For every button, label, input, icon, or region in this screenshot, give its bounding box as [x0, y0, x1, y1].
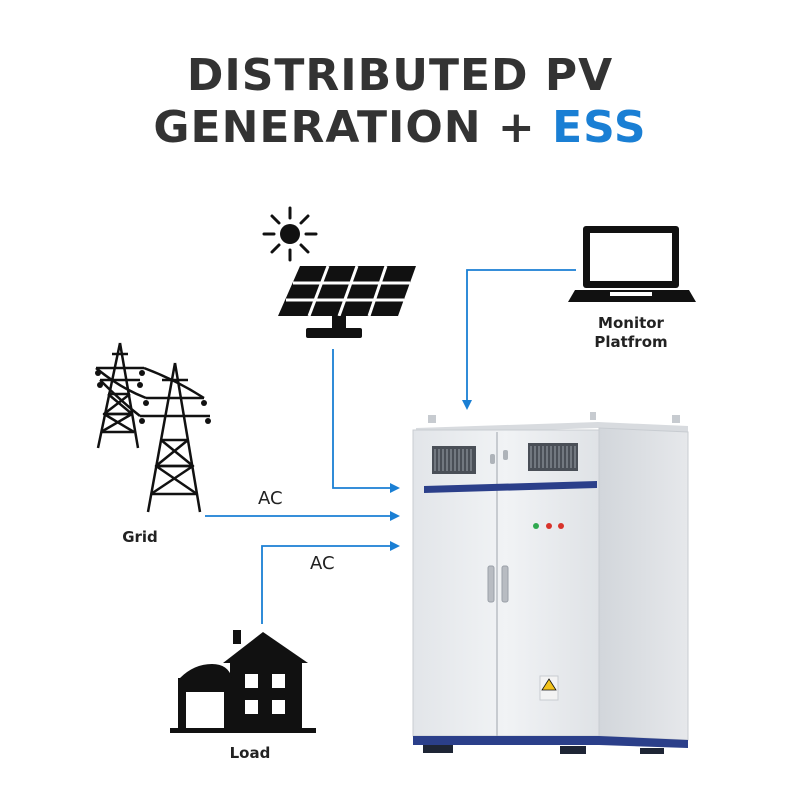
arrow-pv-to-ess: [332, 349, 400, 493]
sun-icon: [262, 206, 318, 262]
title-line-1: DISTRIBUTED PV: [186, 50, 614, 101]
ess-cabinet-icon: [412, 412, 689, 754]
load-label: Load: [229, 744, 271, 762]
grid-label: Grid: [122, 528, 158, 546]
arrow-monitor-to-ess: [462, 269, 576, 410]
monitor-platform-label: Monitor Platfrom: [576, 314, 686, 352]
title-line-2-prefix: GENERATION +: [153, 102, 553, 153]
monitor-label-line-1: Monitor: [598, 314, 664, 332]
ac-grid-label: AC: [258, 488, 283, 509]
arrow-load-to-ess: [261, 541, 400, 624]
title-accent: ESS: [552, 102, 647, 153]
house-icon: [170, 630, 316, 733]
connection-arrows: [205, 269, 576, 624]
ac-load-label: AC: [310, 553, 335, 574]
page-title: DISTRIBUTED PV GENERATION + ESS: [0, 50, 800, 154]
insulator-icons: [95, 370, 211, 424]
monitor-label-line-2: Platfrom: [594, 333, 668, 351]
solar-panel-icon: [278, 265, 416, 338]
title-line-2: GENERATION + ESS: [0, 102, 800, 154]
laptop-icon: [568, 226, 696, 302]
power-tower-icon: [95, 342, 210, 513]
